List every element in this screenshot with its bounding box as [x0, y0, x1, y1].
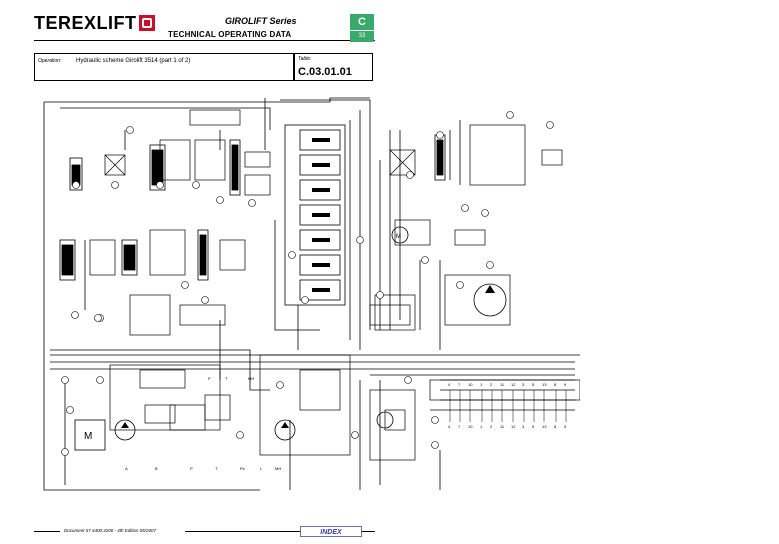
- terexlift-logo: TEREXLIFT: [34, 12, 155, 34]
- operation-box: [34, 53, 294, 81]
- index-link[interactable]: INDEX: [300, 526, 362, 537]
- svg-text:4: 4: [448, 382, 451, 387]
- svg-text:10: 10: [468, 424, 473, 429]
- svg-text:2: 2: [490, 424, 493, 429]
- svg-text:4: 4: [448, 424, 451, 429]
- svg-text:11: 11: [500, 382, 505, 387]
- series-title: GIROLIFT Series: [225, 16, 297, 26]
- operation-label: Operation:: [38, 58, 62, 64]
- operation-value: Hydraulic scheme Girolift 3514 (part 1 o…: [76, 58, 191, 64]
- svg-text:9: 9: [564, 382, 567, 387]
- section-title: TECHNICAL OPERATING DATA: [168, 30, 292, 39]
- header-divider: [34, 40, 375, 41]
- port-label: P: [208, 376, 211, 381]
- svg-text:12: 12: [511, 382, 516, 387]
- footer-rule-right: [362, 531, 375, 532]
- svg-text:7: 7: [458, 424, 461, 429]
- svg-text:13: 13: [542, 424, 547, 429]
- port-label: B: [155, 466, 158, 471]
- logo-text: TEREXLIFT: [34, 12, 137, 33]
- svg-text:1: 1: [480, 382, 483, 387]
- svg-text:9: 9: [564, 424, 567, 429]
- svg-text:12: 12: [511, 424, 516, 429]
- motor-small-label: M: [396, 234, 401, 240]
- svg-text:8: 8: [554, 382, 557, 387]
- table-value: C.03.01.01: [298, 66, 352, 78]
- svg-text:5: 5: [532, 424, 535, 429]
- svg-text:1: 1: [480, 424, 483, 429]
- logo-mark-icon: [138, 15, 155, 31]
- port-label: L: [260, 466, 263, 471]
- section-page-number: 33: [350, 31, 374, 42]
- motor-label: M: [84, 431, 92, 442]
- svg-text:13: 13: [542, 382, 547, 387]
- port-label: Ps: [240, 466, 245, 471]
- table-label: Table:: [298, 56, 312, 62]
- port-label: A: [125, 466, 128, 471]
- port-label: MH: [248, 376, 254, 381]
- footer-rule-middle: [185, 531, 300, 532]
- port-label: MH: [275, 466, 281, 471]
- svg-text:10: 10: [468, 382, 473, 387]
- section-badge: C 33: [350, 14, 374, 44]
- footer-rule-left: [34, 531, 60, 532]
- svg-text:2: 2: [490, 382, 493, 387]
- port-label: T: [225, 376, 228, 381]
- svg-text:11: 11: [500, 424, 505, 429]
- svg-text:7: 7: [458, 382, 461, 387]
- svg-text:5: 5: [532, 382, 535, 387]
- svg-text:3: 3: [522, 424, 525, 429]
- svg-text:8: 8: [554, 424, 557, 429]
- svg-text:3: 3: [522, 382, 525, 387]
- port-label: P: [190, 466, 193, 471]
- port-label: T: [215, 466, 218, 471]
- document-reference: Document 57.4400.4200 - 4th Edition 05/2…: [64, 528, 157, 533]
- section-letter: C: [350, 14, 374, 30]
- table-box: [294, 53, 373, 81]
